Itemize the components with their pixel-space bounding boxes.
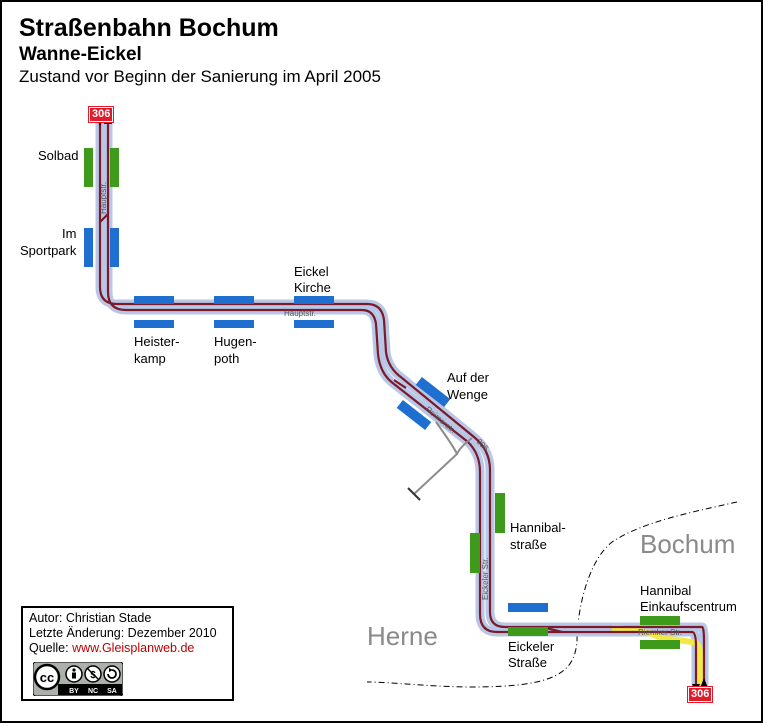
platform-hannibalstrasse-w [470,533,480,573]
station-hugenpoth-line2: poth [214,351,240,366]
station-hugenpoth-line1: Hugen- [214,334,257,349]
platform-hugenpoth-s [214,320,254,328]
street-hauptstr-vertical: Hauptstr. [99,182,108,214]
platform-ekz-s [640,640,680,649]
station-heisterkamp-line2: kamp [134,351,166,366]
cc-icon: cc [40,670,54,685]
cc-license-badge[interactable]: cc $ BY NC SA [33,662,123,696]
station-hannibal-ekz-line1: Hannibal [640,583,692,598]
line-badge-north: 306 [87,106,115,123]
by-label: BY [69,688,79,695]
station-auf-der-wenge-line1: Auf der [447,370,489,385]
station-eickel-kirche-line2: Kirche [294,280,331,295]
platform-solbad-w [84,148,93,187]
station-eickeler-strasse-line1: Eickeler [508,639,555,654]
city-bochum: Bochum [640,529,736,559]
map-description: Zustand vor Beginn der Sanierung im Apri… [19,67,381,86]
platform-sportpark-e [110,228,119,267]
sa-label: SA [107,688,117,695]
station-sportpark-line1: Im [62,226,77,241]
platform-hannibalstrasse-e [495,493,505,533]
info-source-prefix: Quelle: [29,641,73,655]
street-riemker-str: Riemker Str. [638,628,682,637]
platforms [84,148,680,649]
station-sportpark-line2: Sportpark [20,243,77,258]
buffer-stop [407,487,421,501]
info-last-change: Letzte Änderung: Dezember 2010 [29,626,217,640]
info-author: Autor: Christian Stade [29,611,152,625]
platform-hugenpoth-n [214,296,254,304]
station-hannibalstrasse-line1: Hannibal- [510,520,566,535]
street-eickeler-str: Eickeler Str. [481,557,490,600]
crossover-north [99,213,109,223]
station-solbad: Solbad [38,148,79,163]
station-hannibal-ekz-line2: Einkaufscentrum [640,599,737,614]
map-title: Straßenbahn Bochum [19,14,279,42]
track-2 [106,120,698,687]
info-source: Quelle: www.Gleisplanweb.de [29,641,226,656]
station-eickeler-strasse-line2: Straße [508,655,548,670]
platform-ekz-n [640,616,680,625]
source-link[interactable]: www.Gleisplanweb.de [72,641,195,655]
svg-text:$: $ [90,670,96,681]
arrow-terminus-up [700,678,708,688]
line-badge-south: 306 [686,686,714,703]
nc-label: NC [88,688,98,695]
platform-sportpark-w [84,228,93,267]
crossover-south [393,379,407,389]
platform-eickel-kirche-s [294,320,334,328]
platform-wenge-n [415,376,451,408]
platform-heisterkamp-s [134,320,174,328]
platform-eickeler-n [508,603,548,612]
platform-eickeler-s [508,627,548,636]
info-box: Autor: Christian Stade Letzte Änderung: … [21,606,234,701]
platform-heisterkamp-n [134,296,174,304]
city-boundary [366,501,738,688]
platform-eickel-kirche [294,296,334,304]
sa-icon [103,665,121,683]
city-herne: Herne [367,621,438,651]
station-auf-der-wenge-line2: Wenge [447,387,488,402]
map-subtitle: Wanne-Eickel [19,44,142,65]
siding [413,421,473,495]
platform-wenge-s [396,399,432,431]
platform-solbad-e [110,148,119,187]
yellow-route [611,625,703,687]
station-heisterkamp-line1: Heister- [134,334,180,349]
station-hannibalstrasse-line2: straße [510,537,547,552]
street-hauptstr-horizontal: Hauptstr. [284,309,316,318]
station-eickel-kirche-line1: Eickel [294,264,329,279]
